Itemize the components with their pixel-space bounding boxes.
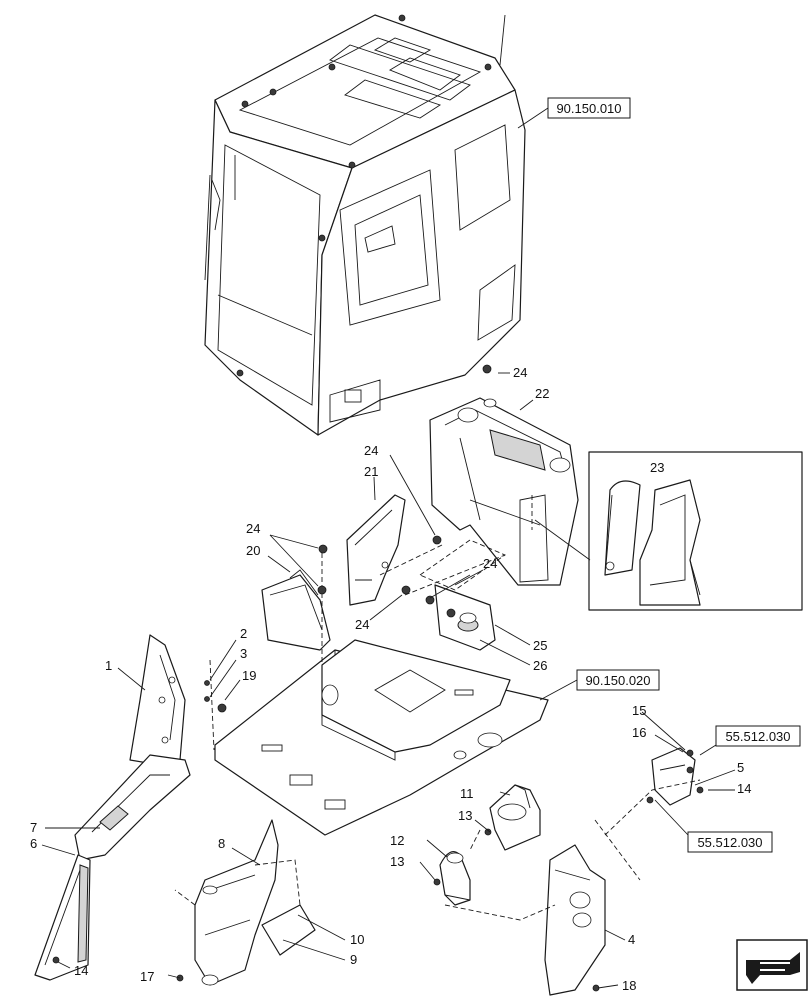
callout-24: 24: [364, 443, 378, 458]
callout-16: 16: [632, 725, 646, 740]
part-4-panel: [544, 844, 606, 996]
callout-24: 24: [513, 365, 527, 380]
part-7-trim: [74, 754, 191, 861]
fasteners: [52, 364, 704, 992]
part-12-duct: [439, 851, 471, 906]
callout-15: 15: [632, 703, 646, 718]
part-1-pillar: [129, 634, 186, 766]
callout-23: 23: [650, 460, 664, 475]
detail-inset: [534, 451, 803, 611]
callout-labels: 24 22 23 24 21 24 20 24 24 25 26 2 3 19 …: [30, 365, 751, 993]
part-20-duct: [261, 569, 331, 651]
next-page-arrow-icon[interactable]: [736, 939, 808, 991]
callout-26: 26: [533, 658, 547, 673]
callout-5: 5: [737, 760, 744, 775]
callout-20: 20: [246, 543, 260, 558]
callout-24: 24: [355, 617, 369, 632]
part-21-trim: [346, 494, 406, 606]
ref-box-cab[interactable]: 90.150.010: [517, 97, 631, 129]
callout-14: 14: [74, 963, 88, 978]
connection-lines: [174, 544, 701, 921]
callout-10: 10: [350, 932, 364, 947]
callout-22: 22: [535, 386, 549, 401]
callout-14: 14: [737, 781, 751, 796]
cab-assembly: [204, 14, 526, 436]
part-8-bracket: [194, 819, 316, 986]
ref-box-right-upper[interactable]: 55.512.030: [699, 725, 801, 756]
callout-11: 11: [460, 786, 474, 801]
part-6-panel: [34, 854, 91, 981]
part-5-bracket: [651, 747, 696, 806]
callout-3: 3: [240, 646, 247, 661]
ref-floor-text: 90.150.020: [585, 673, 650, 688]
callout-2: 2: [240, 626, 247, 641]
callout-24: 24: [246, 521, 260, 536]
callout-13: 13: [458, 808, 472, 823]
callout-4: 4: [628, 932, 635, 947]
callout-19: 19: [242, 668, 256, 683]
ref-box-right-lower[interactable]: 55.512.030: [654, 799, 773, 853]
ref-right-upper-text: 55.512.030: [725, 729, 790, 744]
floor-plate: [214, 539, 549, 836]
callout-13: 13: [390, 854, 404, 869]
callout-9: 9: [350, 952, 357, 967]
callout-8: 8: [218, 836, 225, 851]
callout-24: 24: [483, 556, 497, 571]
callout-12: 12: [390, 833, 404, 848]
callout-21: 21: [364, 464, 378, 479]
ref-box-floor[interactable]: 90.150.020: [539, 669, 660, 701]
ref-cab-text: 90.150.010: [556, 101, 621, 116]
callout-25: 25: [533, 638, 547, 653]
ref-right-lower-text: 55.512.030: [697, 835, 762, 850]
callout-17: 17: [140, 969, 154, 984]
part-11-duct: [489, 784, 541, 851]
rear-console-panel: [429, 397, 579, 586]
callout-6: 6: [30, 836, 37, 851]
callout-1: 1: [105, 658, 112, 673]
callout-leaders: [41, 372, 736, 989]
callout-18: 18: [622, 978, 636, 993]
callout-7: 7: [30, 820, 37, 835]
